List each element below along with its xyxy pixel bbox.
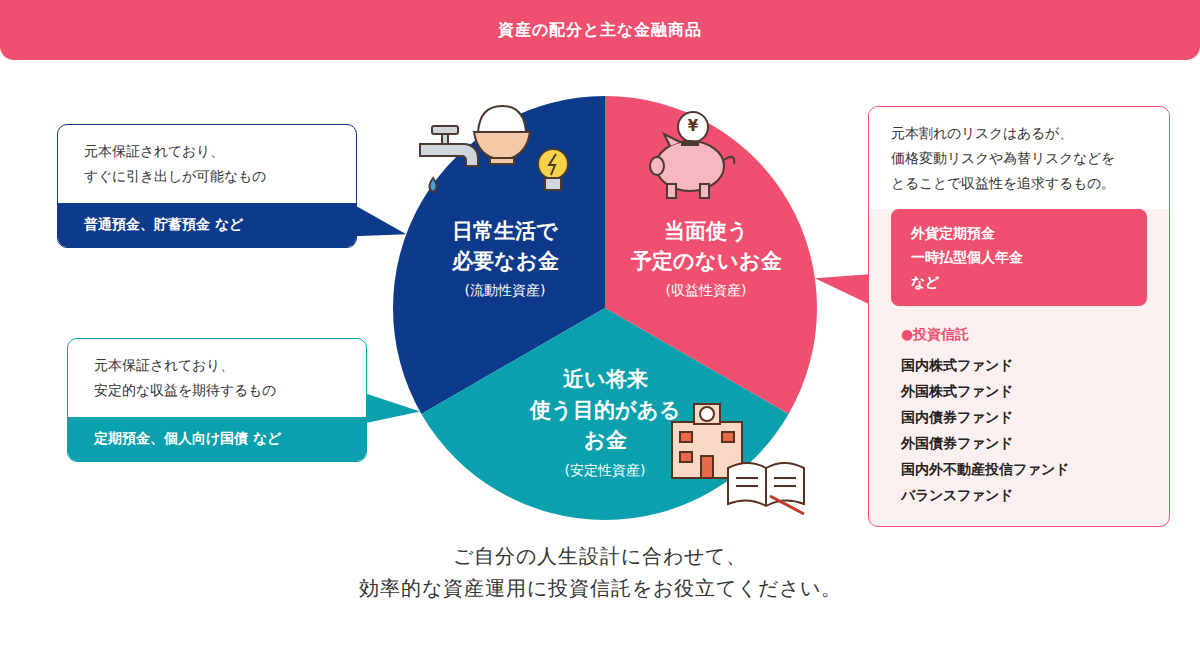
callout-box: 元本割れのリスクはあるが、 価格変動リスクや為替リスクなどを とることで収益性を… xyxy=(868,106,1170,527)
node-text: 外貨定期預金 一時払型個人年金 など xyxy=(911,221,1023,295)
light-bulb-icon xyxy=(538,149,568,190)
title-band: 資産の配分と主な金融商品 xyxy=(0,0,1200,60)
node-text: (流動性資産) xyxy=(465,282,546,300)
asset-sector: 日常生活で 必要なお金 (流動性資産) xyxy=(452,216,559,301)
node-text: ●投資信託 xyxy=(869,306,1169,352)
node-text: 外国株式ファンド xyxy=(869,378,1169,404)
node-text: 国内債券ファンド xyxy=(869,404,1169,430)
node-text: バランスファンド xyxy=(869,482,1169,526)
book-icon xyxy=(728,463,804,514)
product-band: 普通預金、貯蓄預金 など xyxy=(58,203,356,247)
product-band: 外貨定期預金 一時払型個人年金 など xyxy=(891,209,1147,307)
callout-box: 元本保証されており、 安定的な収益を期待するもの定期預金、個人向け国債 など xyxy=(67,338,367,462)
callout-box: 元本保証されており、 すぐに引き出しが可能なもの普通預金、貯蓄預金 など xyxy=(57,124,357,248)
asset-sector: 近い将来 使う目的がある お金 (安定性資産) xyxy=(530,364,681,479)
node-text: 定期預金、個人向け国債 など xyxy=(94,430,340,448)
faucet-icon xyxy=(420,126,478,192)
node-text: 近い将来 使う目的がある お金 xyxy=(530,364,681,455)
node-text: 日常生活で 必要なお金 xyxy=(452,216,559,277)
node-text: 当面使う 予定のないお金 xyxy=(631,216,782,277)
node-text: (安定性資産) xyxy=(565,462,646,480)
asset-sector: 当面使う 予定のないお金 (収益性資産) xyxy=(631,216,782,301)
node-text: 元本保証されており、 安定的な収益を期待するもの xyxy=(68,339,302,417)
callout-tail xyxy=(360,392,420,424)
node-text: 普通預金、貯蓄預金 など xyxy=(84,216,330,234)
caption-text: ご自分の人生設計に合わせて、 効率的な資産運用に投資信託をお役立てください。 xyxy=(300,540,900,604)
rice-bowl-icon xyxy=(474,106,530,164)
coin-symbol: ¥ xyxy=(679,117,707,135)
node-text: 外国債券ファンド xyxy=(869,430,1169,456)
node-text: 国内外不動産投信ファンド xyxy=(869,456,1169,482)
node-text: 国内株式ファンド xyxy=(869,352,1169,378)
node-text: 元本割れのリスクはあるが、 価格変動リスクや為替リスクなどを とることで収益性を… xyxy=(869,107,1169,209)
product-band: 定期預金、個人向け国債 など xyxy=(68,417,366,461)
piggy-bank-icon xyxy=(650,112,734,198)
node-text: 元本保証されており、 すぐに引き出しが可能なもの xyxy=(58,125,292,203)
node-text: (収益性資産) xyxy=(666,282,747,300)
